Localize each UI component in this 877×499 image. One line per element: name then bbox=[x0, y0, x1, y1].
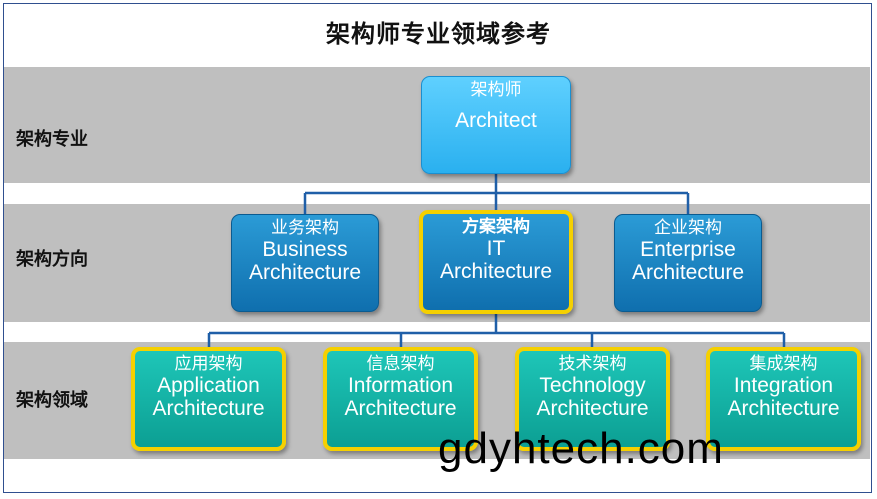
direction-en-line1: Business bbox=[262, 238, 348, 261]
watermark: gdyhtech.com bbox=[438, 424, 724, 473]
row-label-domain: 架构领域 bbox=[16, 390, 88, 411]
direction-en-line1: Enterprise bbox=[640, 238, 736, 261]
direction-box-enterprise: 企业架构 Enterprise Architecture bbox=[614, 214, 762, 312]
domain-en-line2: Architecture bbox=[152, 397, 265, 420]
direction-box-business: 业务架构 Business Architecture bbox=[231, 214, 379, 312]
direction-en-line1: IT bbox=[486, 237, 506, 260]
domain-en-line2: Architecture bbox=[344, 397, 457, 420]
connector-architect-to-directions bbox=[303, 174, 690, 214]
row-label-direction: 架构方向 bbox=[16, 249, 88, 270]
domain-zh: 应用架构 bbox=[174, 354, 243, 374]
domain-zh: 技术架构 bbox=[558, 354, 627, 374]
diagram-frame bbox=[3, 3, 872, 493]
domain-zh: 集成架构 bbox=[749, 354, 818, 374]
row-label-profession: 架构专业 bbox=[16, 129, 88, 150]
domain-en-line2: Architecture bbox=[727, 397, 840, 420]
direction-en-line2: Architecture bbox=[248, 261, 362, 284]
direction-zh: 方案架构 bbox=[462, 217, 530, 237]
domain-en-line1: Integration bbox=[733, 374, 834, 397]
domain-box-application: 应用架构 Application Architecture bbox=[131, 347, 286, 451]
architect-zh: 架构师 bbox=[470, 80, 522, 100]
domain-zh: 信息架构 bbox=[366, 354, 435, 374]
direction-zh: 业务架构 bbox=[271, 218, 339, 238]
domain-en-line1: Technology bbox=[539, 374, 646, 397]
domain-box-information: 信息架构 Information Architecture bbox=[323, 347, 478, 451]
architect-en: Architect bbox=[455, 109, 537, 132]
direction-box-it: 方案架构 IT Architecture bbox=[419, 210, 573, 314]
direction-en-line2: Architecture bbox=[439, 260, 553, 283]
domain-en-line1: Information bbox=[347, 374, 454, 397]
domain-en-line1: Application bbox=[157, 374, 260, 397]
domain-box-integration: 集成架构 Integration Architecture bbox=[706, 347, 861, 451]
domain-en-line2: Architecture bbox=[536, 397, 649, 420]
direction-zh: 企业架构 bbox=[654, 218, 722, 238]
connector-it-to-domains bbox=[207, 312, 786, 349]
diagram-title: 架构师专业领域参考 bbox=[326, 19, 551, 48]
direction-en-line2: Architecture bbox=[631, 261, 745, 284]
architect-box: 架构师 Architect bbox=[421, 76, 571, 174]
domain-box-technology: 技术架构 Technology Architecture bbox=[515, 347, 670, 451]
